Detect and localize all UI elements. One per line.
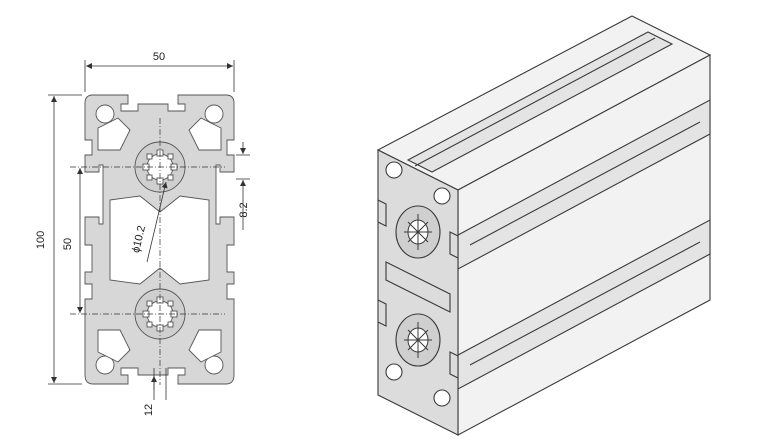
iso-end-slot-left-lower (377, 299, 387, 327)
dimension-height-inner-label: 50 (62, 238, 74, 250)
cavity-top-left (97, 117, 131, 151)
iso-end-slot-right-upper (449, 231, 459, 259)
cavity-bottom-right (188, 329, 222, 363)
iso-top-slot (406, 31, 674, 173)
dimension-width-label: 50 (153, 51, 165, 63)
iso-corner-hole-tr (433, 187, 451, 205)
isometric-view (376, 15, 712, 436)
iso-side-slot-upper-edge (469, 121, 701, 246)
iso-bore-top (395, 205, 441, 259)
iso-top-slot-groove (414, 37, 656, 167)
iso-central-cavity (385, 261, 451, 313)
iso-side-slot-lower-edge (469, 241, 701, 366)
dimension-slot-label: 8.2 (238, 202, 250, 217)
iso-corner-hole-bl (385, 363, 403, 381)
corner-hole-top-left (95, 104, 115, 124)
bore-diameter-leader (146, 181, 168, 263)
dimension-height-total-label: 100 (35, 231, 47, 249)
iso-end-slot-left-upper (377, 199, 387, 227)
iso-corner-hole-br (433, 389, 451, 407)
central-cavity (109, 195, 210, 285)
cavity-bottom-left (97, 329, 131, 363)
corner-hole-top-right (204, 104, 224, 124)
dimension-offset-label: 12 (143, 404, 155, 416)
cross-section-view: 50 100 50 8.2 ϕ10.2 12 (35, 51, 250, 416)
iso-bore-bottom (395, 313, 441, 367)
iso-corner-hole-tl (385, 161, 403, 179)
cavity-top-right (188, 117, 222, 151)
iso-end-slot-right-lower (449, 351, 459, 379)
